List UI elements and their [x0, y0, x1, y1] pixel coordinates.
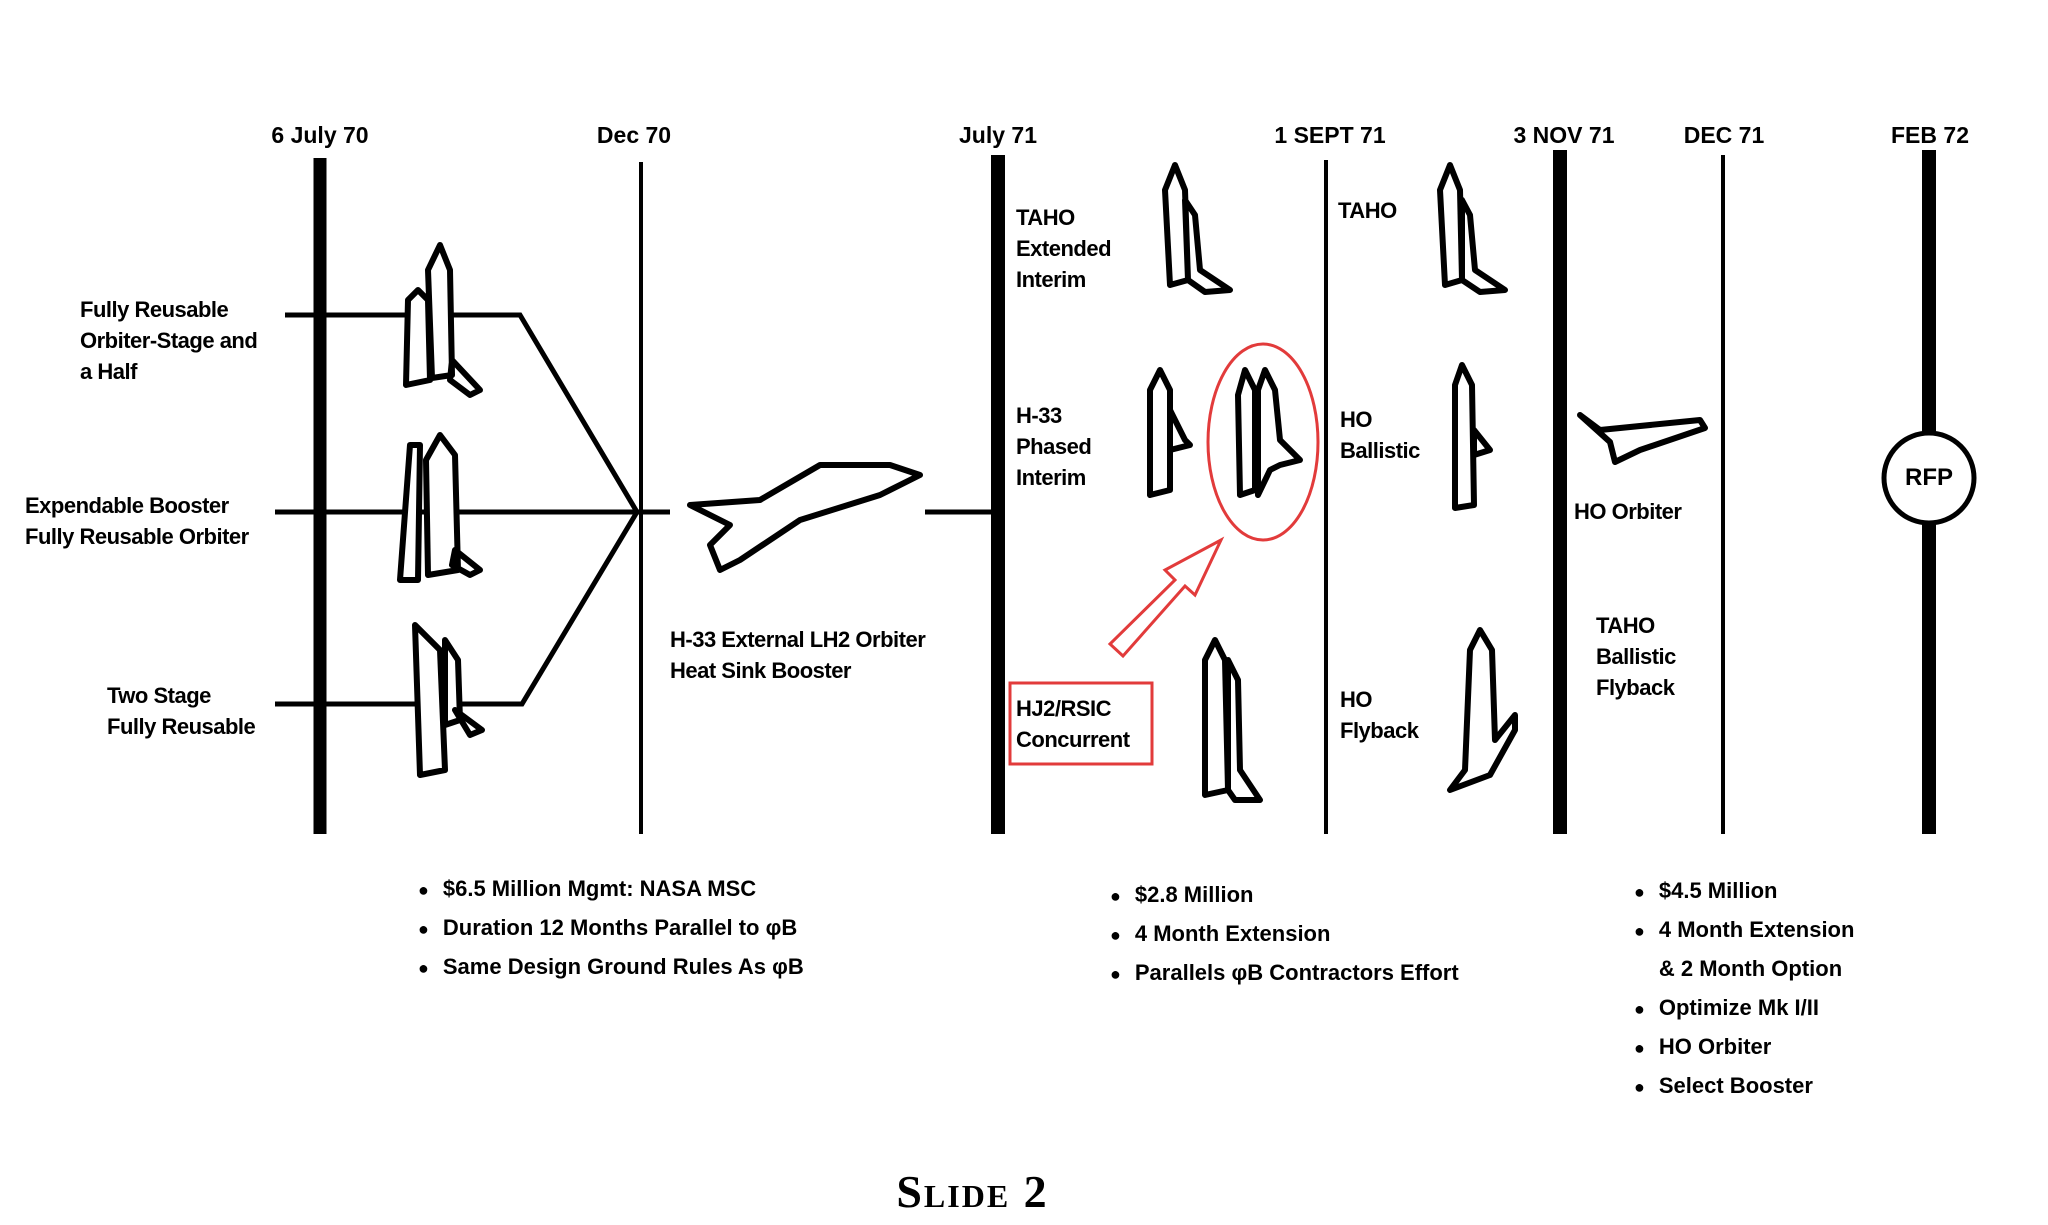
- highlight-circle: [1206, 342, 1320, 542]
- shuttle-icon: [1437, 162, 1508, 295]
- shuttle-icon: [1147, 367, 1193, 498]
- date-label: July 71: [959, 122, 1037, 148]
- date-label: 3 NOV 71: [1513, 122, 1615, 148]
- highlight-arrow: [1107, 536, 1225, 659]
- date-label: DEC 71: [1683, 122, 1765, 148]
- shuttle-icon: [403, 242, 483, 398]
- date-label: 6 July 70: [271, 122, 369, 148]
- shuttle-icon: [397, 432, 483, 583]
- shuttle-icon: [1447, 627, 1518, 793]
- rfp-milestone-circle: [1881, 430, 1977, 526]
- orbiter-icon: [1577, 412, 1708, 465]
- highlight-box: [1008, 681, 1154, 766]
- orbiter-icon: [687, 462, 923, 573]
- convergence-lines: [275, 312, 998, 707]
- shuttle-icons: [397, 162, 1708, 803]
- date-label: 1 SEPT 71: [1274, 122, 1386, 148]
- shuttle-icon: [412, 622, 485, 778]
- shuttle-icon: [1162, 162, 1233, 295]
- shuttle-icon: [1235, 367, 1303, 498]
- notes-phase2: $2.8 Million4 Month ExtensionParallels φ…: [1110, 876, 1459, 993]
- notes-phase3: $4.5 Million4 Month Extension& 2 Month O…: [1634, 872, 1855, 1106]
- option-label: HO Orbiter: [1574, 499, 1682, 524]
- shuttle-icon: [1202, 637, 1263, 803]
- slide-title: Slide 2: [896, 1166, 1049, 1217]
- shuttle-icon: [1452, 362, 1493, 511]
- date-label: Dec 70: [596, 122, 672, 148]
- option-label: TAHO: [1338, 198, 1397, 223]
- date-label: FEB 72: [1891, 122, 1969, 148]
- notes-phase1: $6.5 Million Mgmt: NASA MSCDuration 12 M…: [418, 870, 804, 987]
- rfp-label: RFP: [1905, 464, 1953, 491]
